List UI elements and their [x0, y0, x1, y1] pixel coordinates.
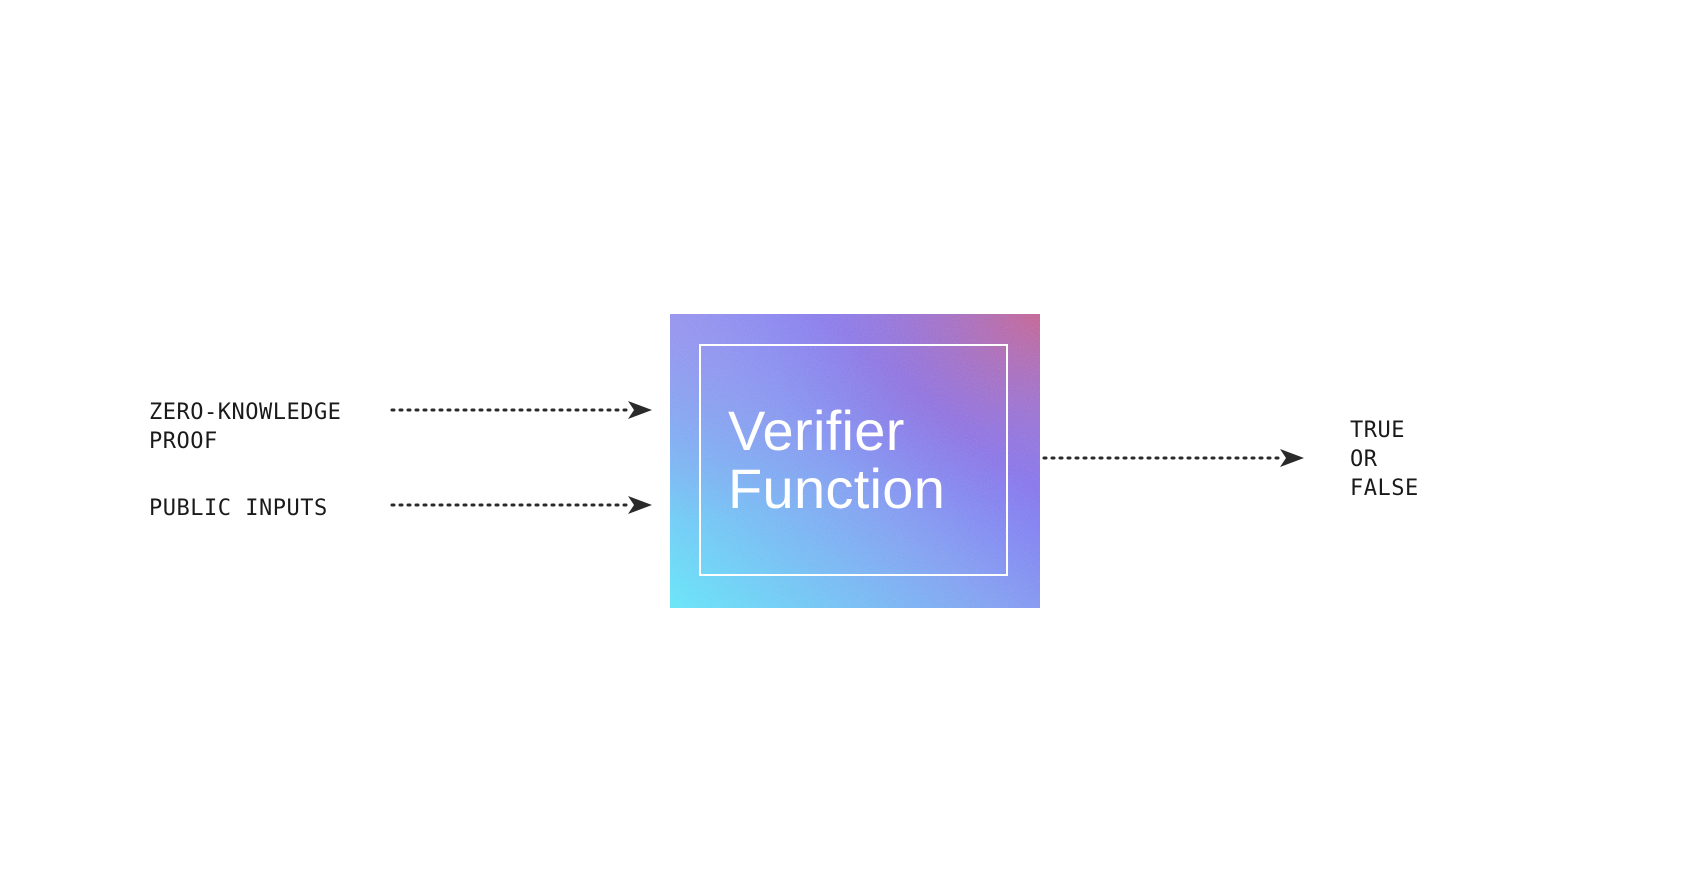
input-label-public-text: PUBLIC INPUTS — [149, 496, 328, 521]
verifier-gradient-background — [670, 314, 1040, 608]
arrow-public-to-verifier — [390, 496, 652, 514]
input-label-proof-line1: ZERO-KNOWLEDGE — [149, 400, 342, 425]
verifier-inner-frame — [699, 344, 1008, 576]
arrowhead-icon — [628, 401, 652, 419]
verifier-title: Verifier Function — [728, 402, 945, 518]
input-label-zero-knowledge-proof: ZERO-KNOWLEDGE PROOF — [149, 398, 341, 456]
output-label-line2: OR — [1350, 447, 1378, 472]
verifier-title-line2: Function — [728, 457, 946, 520]
arrow-proof-to-verifier — [390, 401, 652, 419]
verifier-title-line1: Verifier — [728, 399, 905, 462]
input-label-public-inputs: PUBLIC INPUTS — [149, 494, 328, 523]
output-label-true-or-false: TRUE OR FALSE — [1350, 416, 1419, 503]
output-label-line3: FALSE — [1350, 476, 1419, 501]
arrowhead-icon — [628, 496, 652, 514]
input-label-proof-line2: PROOF — [149, 429, 218, 454]
arrowhead-icon — [1280, 449, 1304, 467]
arrow-verifier-to-output — [1042, 449, 1304, 467]
output-label-line1: TRUE — [1350, 418, 1405, 443]
verifier-function-box: Verifier Function — [670, 314, 1040, 608]
